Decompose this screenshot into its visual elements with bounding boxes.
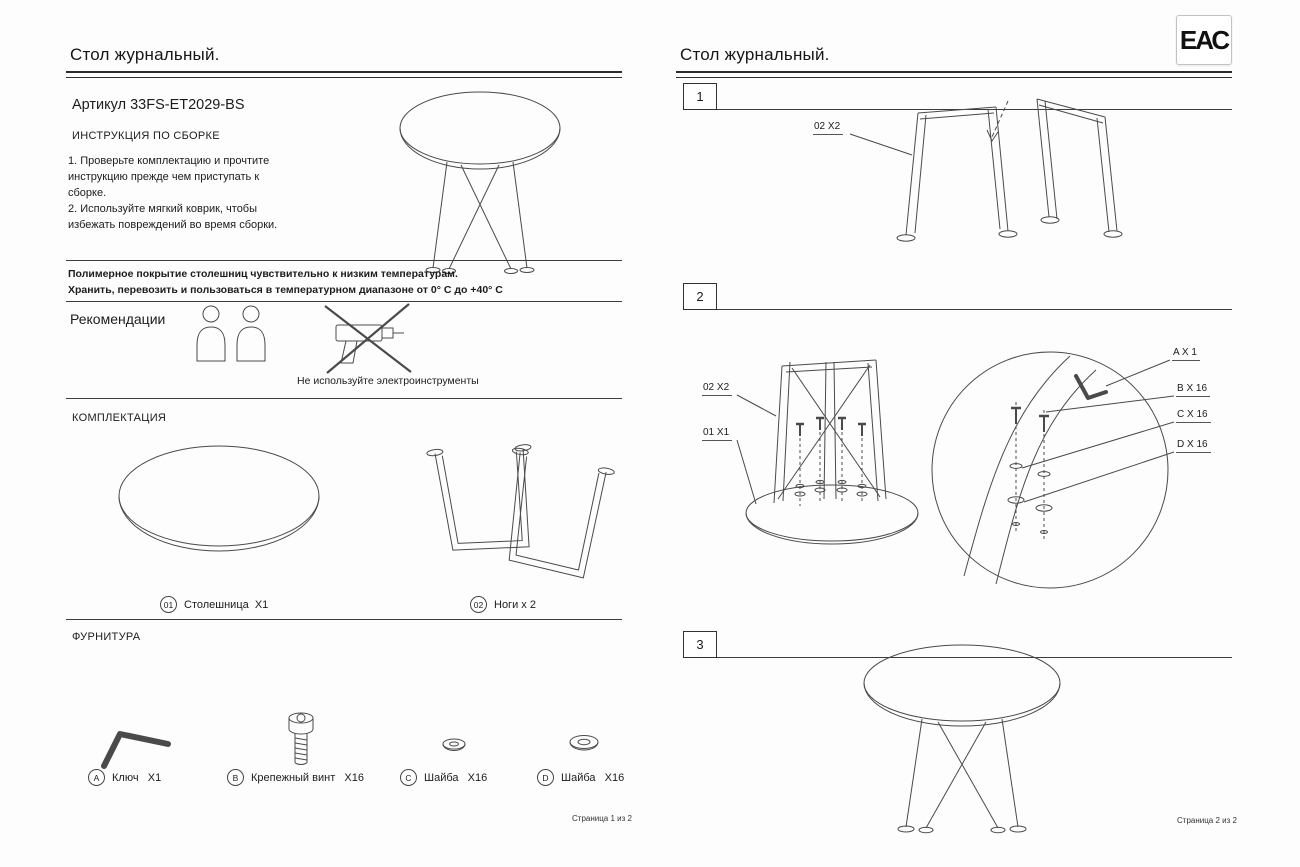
step1-number: 1	[683, 83, 717, 110]
washer-c-icon	[442, 738, 466, 751]
part-item-legs: 02 Ноги х 2	[470, 596, 536, 613]
part-badge-01: 01	[160, 596, 177, 613]
part-item-tabletop: 01 Столешница X1	[160, 596, 268, 613]
hardware-badge-a: A	[88, 769, 105, 786]
step2-callout-a: A X 1	[1172, 347, 1200, 361]
step2-number: 2	[683, 283, 717, 310]
hardware-item-bolt: B Крепежный винт X16	[227, 769, 364, 786]
step3-diagram	[863, 644, 1061, 834]
step2-part-label-legs: 02 X2	[702, 382, 733, 396]
parts-header: КОМПЛЕКТАЦИЯ	[72, 412, 167, 424]
step2-diagram	[736, 351, 1175, 589]
instructions-text: 1. Проверьте комплектацию и прочтите инс…	[68, 155, 278, 231]
step3-number: 3	[683, 631, 717, 658]
step1-part-label: 02 X2	[813, 121, 844, 135]
legs-drawing	[426, 444, 615, 579]
article-number: Артикул 33FS-ET2029-BS	[72, 97, 245, 113]
title-rule-left	[66, 71, 622, 78]
page1-title: Стол журнальный.	[70, 45, 220, 64]
part-label-tabletop: Столешница X1	[184, 598, 269, 611]
hardware-label-washer-c: Шайба X16	[424, 771, 488, 784]
step2-part-label-tabletop: 01 X1	[702, 427, 733, 441]
hardware-badge-d: D	[537, 769, 554, 786]
hardware-badge-b: B	[227, 769, 244, 786]
title-rule-right	[676, 71, 1232, 78]
step2-callout-d: D X 16	[1176, 439, 1211, 453]
bolt-icon	[288, 712, 314, 765]
part-badge-02: 02	[470, 596, 487, 613]
washer-d-icon	[569, 735, 599, 751]
hardware-label-key: Ключ X1	[112, 771, 162, 784]
hardware-label-bolt: Крепежный винт X16	[251, 771, 364, 784]
two-people-icon	[196, 305, 266, 362]
hardware-label-washer-d: Шайба X16	[561, 771, 625, 784]
step1-diagram	[849, 98, 1123, 242]
part-label-legs: Ноги х 2	[494, 598, 536, 611]
allen-key-icon	[101, 731, 171, 769]
divider	[66, 398, 622, 399]
page2-footer: Страница 2 из 2	[1177, 816, 1237, 825]
recommendations-label: Рекомендации	[70, 311, 166, 327]
page1-footer: Страница 1 из 2	[572, 814, 632, 823]
tabletop-drawing	[118, 445, 320, 552]
eac-logo: ЕАС	[1176, 15, 1232, 65]
temperature-warning: Полимерное покрытие столешниц чувствител…	[68, 268, 503, 297]
no-power-tools-note: Не используйте электроинструменты	[297, 375, 479, 387]
hardware-item-key: A Ключ X1	[88, 769, 161, 786]
step2-rule	[717, 309, 1232, 310]
step3-rule	[717, 657, 1232, 658]
assembled-table-drawing	[399, 91, 561, 274]
divider	[66, 301, 622, 302]
step1-rule	[717, 109, 1232, 110]
hardware-header: ФУРНИТУРА	[72, 631, 141, 643]
hardware-item-washer-c: C Шайба X16	[400, 769, 487, 786]
assembly-instruction-header: ИНСТРУКЦИЯ ПО СБОРКЕ	[72, 130, 220, 142]
hardware-item-washer-d: D Шайба X16	[537, 769, 624, 786]
step2-callout-c: C X 16	[1176, 409, 1211, 423]
hardware-badge-c: C	[400, 769, 417, 786]
no-power-tools-icon	[324, 303, 412, 374]
step2-callout-b: B X 16	[1176, 383, 1211, 397]
divider	[66, 260, 622, 261]
divider	[66, 619, 622, 620]
page2-title: Стол журнальный.	[680, 45, 830, 64]
